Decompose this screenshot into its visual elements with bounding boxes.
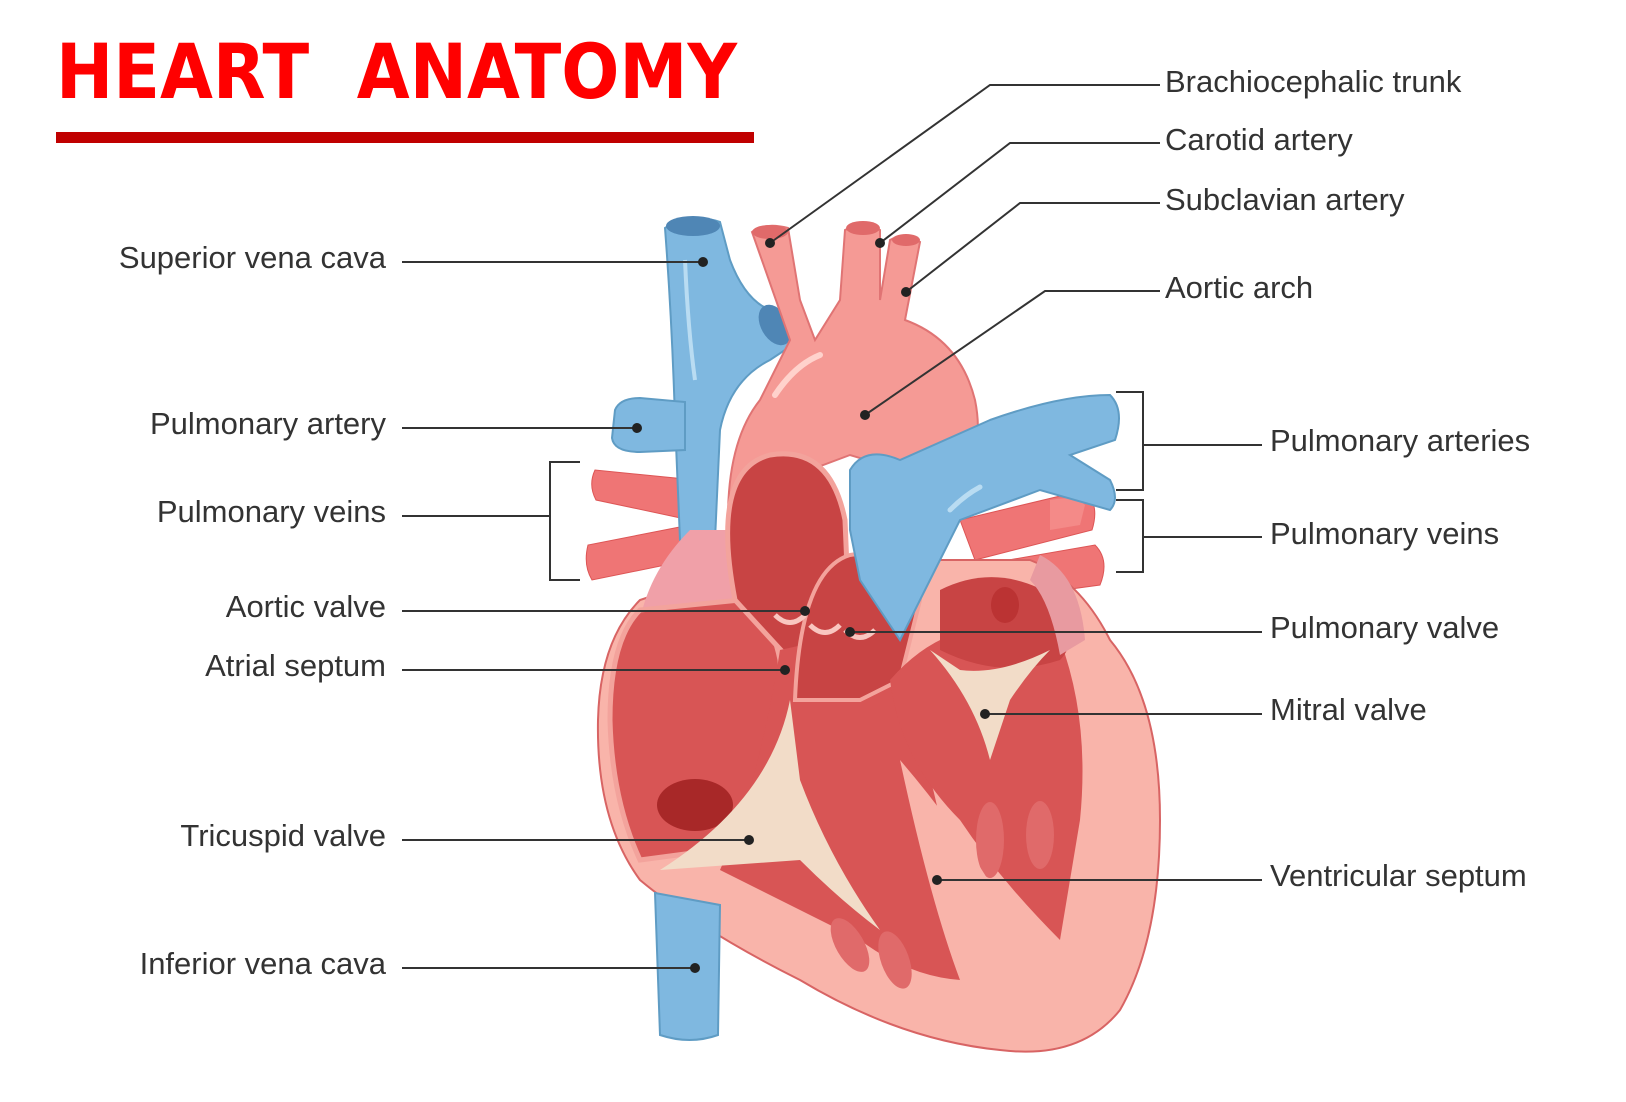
label-pulmonary-artery: Pulmonary artery [149,406,386,441]
label-tricuspid-valve: Tricuspid valve [180,818,386,853]
leader-dots [632,238,990,973]
label-atrial-septum: Atrial septum [205,648,386,683]
inferior-vena-cava-shape [653,891,722,1041]
pulmonary-vein-opening [991,587,1019,623]
leader-lines [402,84,1262,969]
title-underline [56,132,754,143]
tricuspid-valve-shape [660,700,880,930]
label-aortic-valve: Aortic valve [225,589,386,624]
mitral-valve-shape [930,650,1050,760]
label-ventricular-septum: Ventricular septum [1270,858,1527,893]
pulmonary-artery-left-shape [610,396,686,454]
label-brachiocephalic-trunk: Brachiocephalic trunk [1165,64,1462,99]
label-aortic-arch: Aortic arch [1165,270,1314,305]
label-pulmonary-valve: Pulmonary valve [1270,610,1500,645]
label-mitral-valve: Mitral valve [1270,692,1427,727]
label-subclavian-artery: Subclavian artery [1165,182,1405,217]
papillary-muscles [830,801,1054,989]
label-superior-vena-cava: Superior vena cava [118,240,386,275]
left-auricle [1030,555,1085,655]
label-inferior-vena-cava: Inferior vena cava [139,946,386,981]
label-carotid-artery: Carotid artery [1165,122,1353,157]
label-pulmonary-veins-right: Pulmonary veins [1270,516,1500,551]
label-pulmonary-arteries: Pulmonary arteries [1270,423,1531,458]
label-pulmonary-veins-left: Pulmonary veins [156,494,386,529]
page-title: HEART ANATOMY [56,27,738,116]
coronary-sinus-opening [657,779,733,831]
